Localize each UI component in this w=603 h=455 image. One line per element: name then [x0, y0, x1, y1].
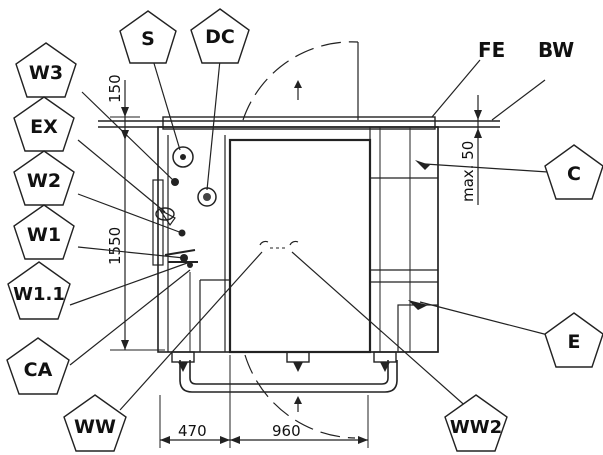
callout-ww2-label: WW2	[450, 417, 502, 438]
callout-ww-label: WW	[74, 416, 116, 438]
callout-s-label: S	[141, 28, 155, 50]
dim-max50-label: max. 50	[459, 141, 477, 202]
cabin-inner	[167, 135, 372, 354]
callout-w1-label: W1	[27, 224, 61, 246]
callout-s: S	[119, 10, 177, 64]
dimension-horizontal-bottom	[159, 355, 369, 448]
callout-w1-1-label: W1.1	[13, 284, 65, 305]
callout-ww: WW	[63, 394, 127, 452]
ww-marks	[259, 240, 299, 249]
door-swing-bottom	[244, 354, 356, 439]
callout-ca-label: CA	[24, 359, 53, 381]
c-fixture	[415, 160, 430, 170]
callout-c: C	[544, 144, 603, 200]
dim-150-label: 150	[106, 74, 124, 103]
callout-dc: DC	[190, 8, 250, 64]
bottom-rail	[171, 351, 398, 393]
s-fitting	[172, 146, 194, 168]
callout-ex: EX	[13, 96, 75, 152]
callout-w3: W3	[15, 42, 77, 98]
fe-label: FE	[478, 38, 505, 62]
dim-960-label: 960	[272, 422, 301, 440]
callout-c-label: C	[567, 163, 581, 185]
callout-w1: W1	[13, 204, 75, 260]
left-equipment-panel	[152, 146, 217, 268]
arrow-up-icon	[294, 396, 302, 404]
callout-w1-1: W1.1	[7, 261, 71, 320]
callout-ex-label: EX	[30, 116, 58, 138]
e-fixture	[408, 300, 428, 310]
top-wall-line	[98, 120, 500, 128]
dimension-vertical-right	[474, 95, 482, 205]
callout-w2: W2	[13, 150, 75, 206]
dim-1550-label: 1550	[106, 227, 124, 265]
callout-ww2: WW2	[444, 394, 508, 452]
callout-dc-label: DC	[205, 26, 235, 48]
dim-470-label: 470	[178, 422, 207, 440]
leader-lines	[69, 59, 549, 411]
callout-e: E	[544, 312, 603, 368]
callout-w3-label: W3	[29, 62, 63, 84]
arrow-up-icon	[294, 80, 302, 88]
door-swing-top	[242, 41, 359, 121]
callout-e-label: E	[568, 331, 581, 353]
callout-ca: CA	[6, 337, 70, 395]
bw-label: BW	[538, 38, 574, 62]
callout-w2-label: W2	[27, 170, 61, 192]
